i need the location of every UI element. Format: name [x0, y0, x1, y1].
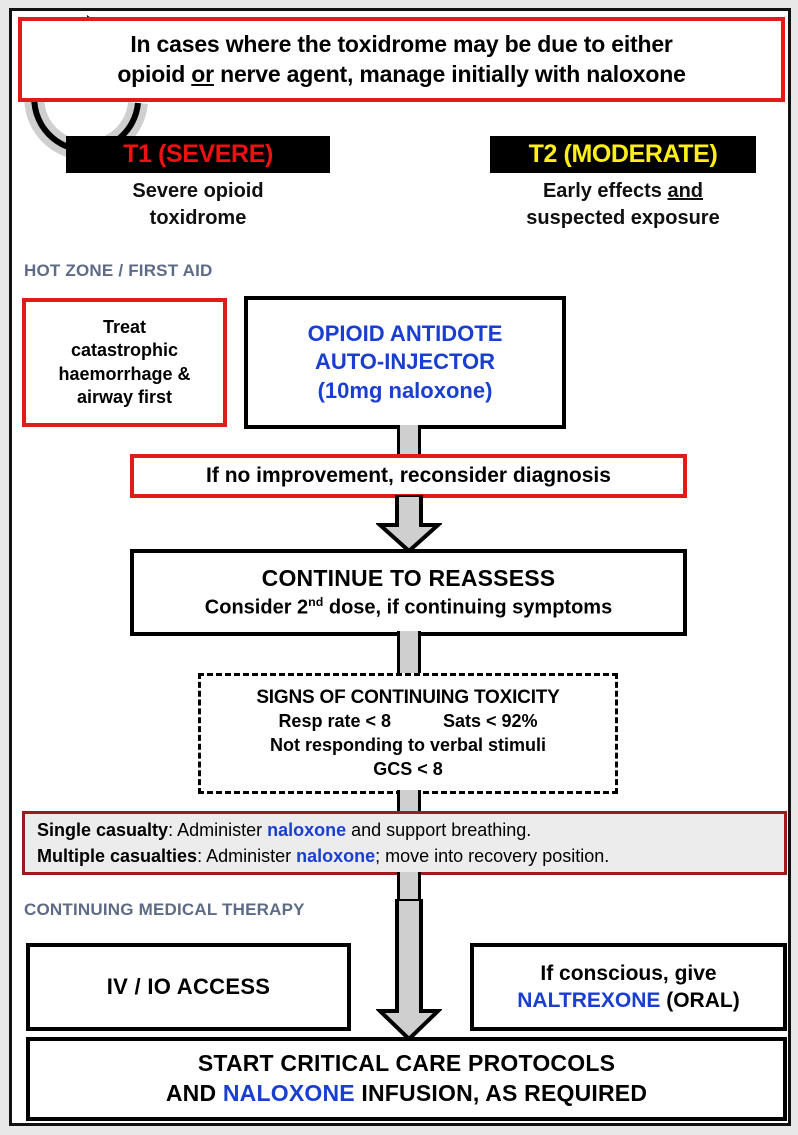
- t1-sub-line-1: Severe opioid: [132, 180, 264, 202]
- header-line-2-pre: opioid: [117, 60, 192, 87]
- section-label-hot-zone: HOT ZONE / FIRST AID: [24, 261, 213, 280]
- antidote-line-2: AUTO-INJECTOR: [314, 349, 496, 375]
- single-casualty-drug: naloxone: [267, 819, 347, 840]
- multiple-casualty-mid: : Administer: [197, 846, 297, 866]
- haemorrhage-line-2: catastrophic: [70, 340, 179, 361]
- naltrexone-drug: NALTREXONE: [517, 989, 661, 1012]
- single-casualty-mid: : Administer: [168, 819, 268, 840]
- reassess-pre: Consider 2: [204, 596, 309, 619]
- badge-t1-description: Severe opioid toxidrome: [66, 178, 330, 231]
- flowchart-page: In cases where the toxidrome may be due …: [9, 8, 791, 1126]
- naltrexone-line-1: If conscious, give: [540, 961, 717, 985]
- box-reconsider-diagnosis: If no improvement, reconsider diagnosis: [130, 454, 687, 498]
- haemorrhage-line-3: haemorrhage &: [58, 363, 191, 384]
- header-line-2: opioid or nerve agent, manage initially …: [117, 60, 686, 89]
- single-casualty-end: and support breathing.: [346, 819, 532, 840]
- header-banner: In cases where the toxidrome may be due …: [18, 17, 785, 102]
- antidote-line-3: (10mg naloxone): [317, 377, 493, 403]
- box-start-critical-care: START CRITICAL CARE PROTOCOLS AND NALOXO…: [26, 1037, 787, 1121]
- box-iv-io-access: IV / IO ACCESS: [26, 943, 351, 1031]
- toxicity-sats: Sats < 92%: [443, 711, 538, 732]
- box-opioid-antidote: OPIOID ANTIDOTE AUTO-INJECTOR (10mg nalo…: [244, 296, 566, 429]
- toxicity-resp-rate: Resp rate < 8: [278, 711, 391, 732]
- casualty-row-single: Single casualty: Administer naloxone and…: [37, 817, 531, 843]
- toxicity-line-4: GCS < 8: [373, 758, 443, 779]
- reassess-post: dose, if continuing symptoms: [323, 596, 613, 619]
- naltrexone-line-2: NALTREXONE (ORAL): [517, 987, 739, 1014]
- multiple-casualty-drug: naloxone: [296, 846, 376, 866]
- reassess-line-1: CONTINUE TO REASSESS: [261, 565, 556, 592]
- haemorrhage-line-1: Treat: [102, 316, 147, 337]
- connector-antidote-to-reconsider: [397, 425, 421, 457]
- t2-sub-line-2: suspected exposure: [526, 206, 720, 229]
- multiple-casualty-end: ; move into recovery position.: [375, 846, 610, 866]
- casualty-row-multiple: Multiple casualties: Administer naloxone…: [37, 843, 609, 869]
- connector-casualty-to-therapy: [397, 872, 421, 902]
- critical-post: INFUSION, AS REQUIRED: [354, 1080, 648, 1106]
- arrow-down-to-critical-care: [376, 899, 442, 1041]
- connector-toxicity-to-casualty: [397, 790, 421, 814]
- critical-drug: NALOXONE: [222, 1080, 355, 1106]
- header-line-2-post: nerve agent, manage initially with nalox…: [213, 60, 686, 87]
- t2-sub-line-1: Early effects and: [490, 178, 756, 205]
- t2-sub-pre: Early effects: [542, 180, 668, 202]
- section-label-continuing-therapy: CONTINUING MEDICAL THERAPY: [24, 900, 305, 919]
- box-naltrexone-oral: If conscious, give NALTREXONE (ORAL): [470, 943, 787, 1031]
- toxicity-line-1: SIGNS OF CONTINUING TOXICITY: [256, 687, 560, 709]
- badge-t2-moderate: T2 (MODERATE): [490, 136, 756, 173]
- arrow-down-to-reassess: [376, 495, 442, 553]
- antidote-line-1: OPIOID ANTIDOTE: [307, 321, 503, 347]
- single-casualty-label: Single casualty: [37, 819, 169, 840]
- box-signs-of-continuing-toxicity: SIGNS OF CONTINUING TOXICITY Resp rate <…: [198, 673, 618, 794]
- header-line-1: In cases where the toxidrome may be due …: [130, 31, 673, 58]
- badge-t2-description: Early effects and suspected exposure: [490, 178, 756, 231]
- toxicity-line-2: Resp rate < 8 Sats < 92%: [278, 710, 537, 734]
- haemorrhage-line-4: airway first: [76, 386, 173, 407]
- header-line-2-underline: or: [191, 60, 214, 87]
- badge-t1-severe: T1 (SEVERE): [66, 136, 330, 173]
- critical-line-2: AND NALOXONE INFUSION, AS REQUIRED: [166, 1079, 647, 1109]
- multiple-casualty-label: Multiple casualties: [37, 846, 198, 866]
- t2-sub-underline: and: [667, 180, 704, 202]
- critical-pre: AND: [165, 1080, 223, 1106]
- connector-reassess-to-toxicity: [397, 631, 421, 677]
- box-continue-to-reassess: CONTINUE TO REASSESS Consider 2nd dose, …: [130, 549, 687, 636]
- box-casualty-instructions: Single casualty: Administer naloxone and…: [22, 811, 787, 875]
- reassess-line-2: Consider 2nd dose, if continuing symptom…: [205, 594, 612, 621]
- reassess-ordinal-suffix: nd: [308, 595, 324, 610]
- critical-line-1: START CRITICAL CARE PROTOCOLS: [197, 1050, 616, 1077]
- t1-sub-line-2: toxidrome: [149, 206, 247, 229]
- box-treat-haemorrhage: Treat catastrophic haemorrhage & airway …: [22, 298, 227, 427]
- naltrexone-route: (ORAL): [660, 989, 740, 1012]
- toxicity-line-3: Not responding to verbal stimuli: [269, 735, 547, 756]
